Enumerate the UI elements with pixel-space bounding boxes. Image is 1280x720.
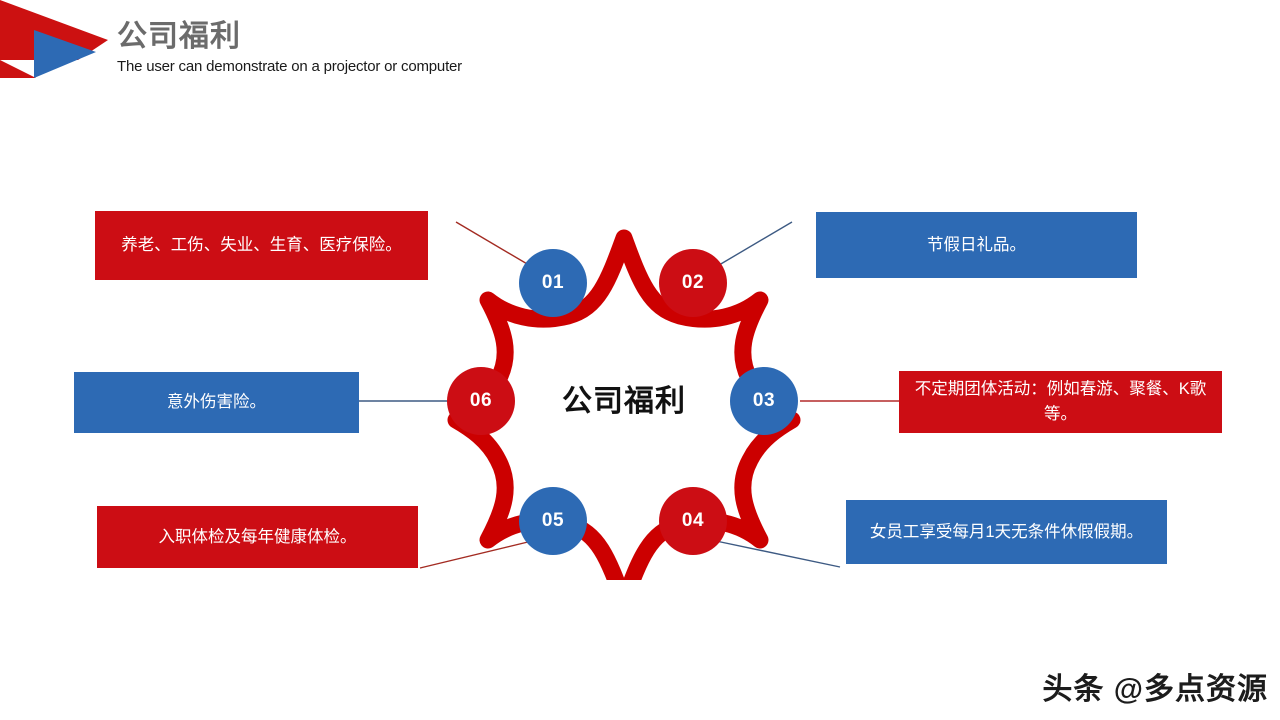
node-circle-03[interactable]: 03 — [730, 367, 798, 435]
header-text-block: 公司福利 The user can demonstrate on a proje… — [117, 20, 462, 75]
node-circle-01[interactable]: 01 — [519, 249, 587, 317]
page-subtitle: The user can demonstrate on a projector … — [117, 57, 462, 75]
center-title: 公司福利 — [562, 385, 686, 418]
arrow-play-logo-icon — [0, 0, 112, 82]
connector-line-04 — [715, 540, 841, 568]
watermark: 头条 @多点资源 — [1042, 673, 1268, 706]
info-box-06[interactable]: 意外伤害险。 — [74, 372, 359, 433]
node-circle-02[interactable]: 02 — [659, 249, 727, 317]
info-box-02[interactable]: 节假日礼品。 — [816, 212, 1137, 278]
node-circle-04[interactable]: 04 — [659, 487, 727, 555]
info-box-04[interactable]: 女员工享受每月1天无条件休假假期。 — [846, 500, 1167, 564]
info-box-03[interactable]: 不定期团体活动：例如春游、聚餐、K歌等。 — [899, 371, 1222, 433]
info-box-05[interactable]: 入职体检及每年健康体检。 — [97, 506, 418, 568]
node-circle-06[interactable]: 06 — [447, 367, 515, 435]
node-circle-05[interactable]: 05 — [519, 487, 587, 555]
slide-header: 公司福利 The user can demonstrate on a proje… — [0, 0, 1280, 110]
page-title: 公司福利 — [117, 20, 241, 53]
connector-line-02 — [713, 221, 793, 269]
connector-line-01 — [455, 221, 535, 269]
info-box-01[interactable]: 养老、工伤、失业、生育、医疗保险。 — [95, 211, 428, 280]
six-point-star-outline-icon — [444, 220, 804, 580]
connector-line-05 — [419, 540, 533, 569]
